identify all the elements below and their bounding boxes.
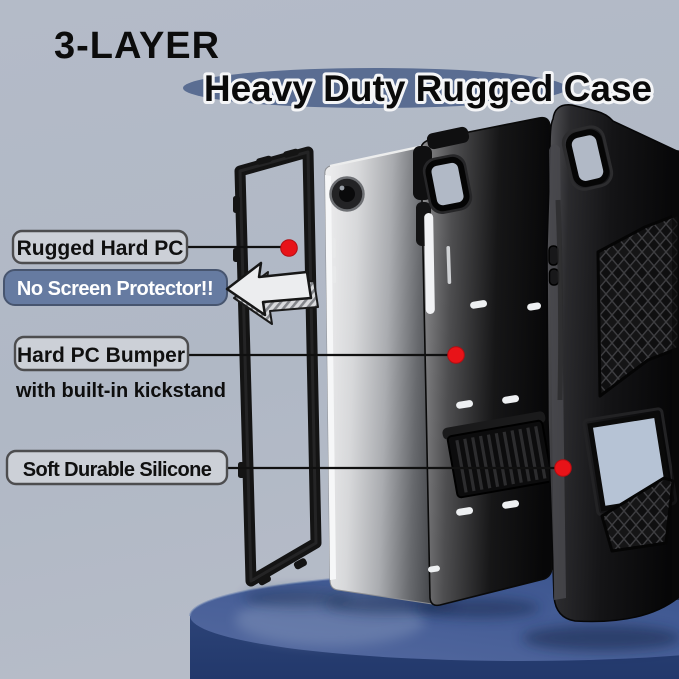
silicone-button-cover xyxy=(548,268,560,286)
silicone-button-cover xyxy=(548,245,559,266)
annotations: 3-LAYER Heavy Duty Rugged Case Rugged Ha… xyxy=(3,25,655,486)
callout-hard-pc-bumper: Hard PC Bumper xyxy=(13,335,190,372)
kickstand-note: with built-in kickstand xyxy=(15,380,226,402)
frame-top-nub xyxy=(256,155,272,165)
badge-no-screen-protector: No Screen Protector!! xyxy=(3,269,228,306)
grip-texture-upper xyxy=(596,212,679,398)
bumper-corner-bar xyxy=(426,126,470,150)
left-arrow-icon xyxy=(225,261,319,325)
tablet-layer xyxy=(324,142,448,606)
bumper-camera-cutout xyxy=(422,154,473,214)
frame-side-nub xyxy=(238,462,245,478)
frame-side-nub xyxy=(233,248,240,262)
frame-side-nub xyxy=(233,196,240,213)
silicone-sculpt-line xyxy=(555,199,564,401)
frame-bottom-nub xyxy=(257,574,272,586)
bumper-vent-slots xyxy=(428,300,542,573)
callout-rugged-hard-pc: Rugged Hard PC xyxy=(11,229,189,265)
callout-bumper-label: Hard PC Bumper xyxy=(17,344,185,367)
pedestal-front-face xyxy=(190,616,679,679)
callout-soft-silicone: Soft Durable Silicone xyxy=(5,449,229,486)
camera-lens xyxy=(329,176,365,212)
silicone-layer xyxy=(546,104,679,623)
frame-layer xyxy=(233,146,322,587)
silicone-camera-cutout xyxy=(561,125,614,191)
subtitle-ellipse xyxy=(183,68,567,108)
red-dot-icon xyxy=(280,239,298,257)
page-title: 3-LAYER xyxy=(54,25,220,67)
grip-texture-lower xyxy=(600,476,675,553)
bumper-slot-line xyxy=(446,246,452,284)
callout-rugged-label: Rugged Hard PC xyxy=(17,237,184,260)
bumper-layer xyxy=(413,116,553,607)
pen-slot xyxy=(424,213,435,315)
red-dot-icon xyxy=(447,346,465,364)
red-dot-icon xyxy=(554,459,572,477)
page-subtitle: Heavy Duty Rugged Case xyxy=(204,68,652,109)
kickstand xyxy=(442,411,553,499)
tablet-power-button xyxy=(332,238,336,258)
frame-bottom-nub xyxy=(293,558,308,570)
badge-label: No Screen Protector!! xyxy=(17,278,213,300)
shadow-silicone xyxy=(522,625,679,651)
callout-silicone-label: Soft Durable Silicone xyxy=(23,459,212,481)
tablet-edge-highlight xyxy=(325,175,336,580)
tablet-volume-button xyxy=(332,266,337,283)
silicone-right-edge xyxy=(672,150,679,600)
frame-top-nub xyxy=(283,148,299,158)
